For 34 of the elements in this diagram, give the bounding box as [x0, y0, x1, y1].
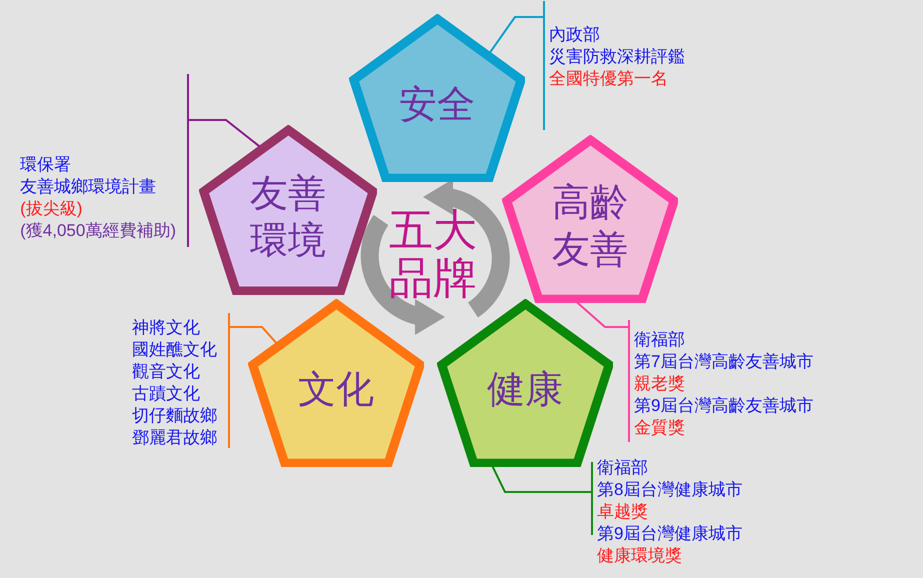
category-label: 文化	[298, 368, 374, 414]
center-title: 五大品牌	[389, 206, 477, 304]
leader-line	[576, 301, 630, 443]
category-label: 友善環境	[250, 172, 326, 264]
leader-line	[492, 461, 593, 536]
leader-line	[228, 312, 278, 449]
callout-text: 友善城鄉環境計畫	[20, 176, 158, 198]
callout-text: 健康環境獎	[597, 545, 683, 567]
category-label: 高齡友善	[552, 180, 628, 274]
leader-line	[488, 0, 545, 131]
callout-text: 親老獎	[634, 373, 686, 395]
callout-text: 全國特優第一名	[549, 68, 669, 90]
callout-text: 第9屆台灣高齡友善城市	[634, 395, 814, 417]
callout-text: 第8屆台灣健康城市	[597, 479, 742, 501]
callout-text: 衛福部	[634, 329, 686, 351]
category-label: 健康	[486, 368, 563, 414]
callout-text: 內政部	[549, 24, 601, 46]
callout-text: 鄧麗君故鄉	[132, 427, 217, 449]
callout-text: 金質獎	[634, 417, 686, 439]
callout-text: 神將文化	[132, 317, 201, 339]
callout-text: 災害防救深耕評鑑	[549, 46, 685, 68]
callout-text: 古蹟文化	[132, 383, 201, 405]
leader-line	[187, 73, 261, 248]
callout-text: (獲4,050萬經費補助)	[20, 220, 176, 242]
callout-text: 第9屆台灣健康城市	[597, 523, 742, 545]
category-label: 安全	[398, 83, 475, 128]
callout-text: 切仔麵故鄉	[132, 405, 217, 427]
callout-text: 衛福部	[597, 457, 649, 479]
callout-text: 觀音文化	[132, 361, 201, 383]
callout-text: 國姓醮文化	[132, 339, 217, 361]
callout-text: 環保署	[20, 154, 72, 176]
callout-text: (拔尖級)	[20, 198, 84, 220]
callout-text: 卓越獎	[597, 501, 649, 523]
callout-text: 第7屆台灣高齡友善城市	[634, 351, 814, 373]
